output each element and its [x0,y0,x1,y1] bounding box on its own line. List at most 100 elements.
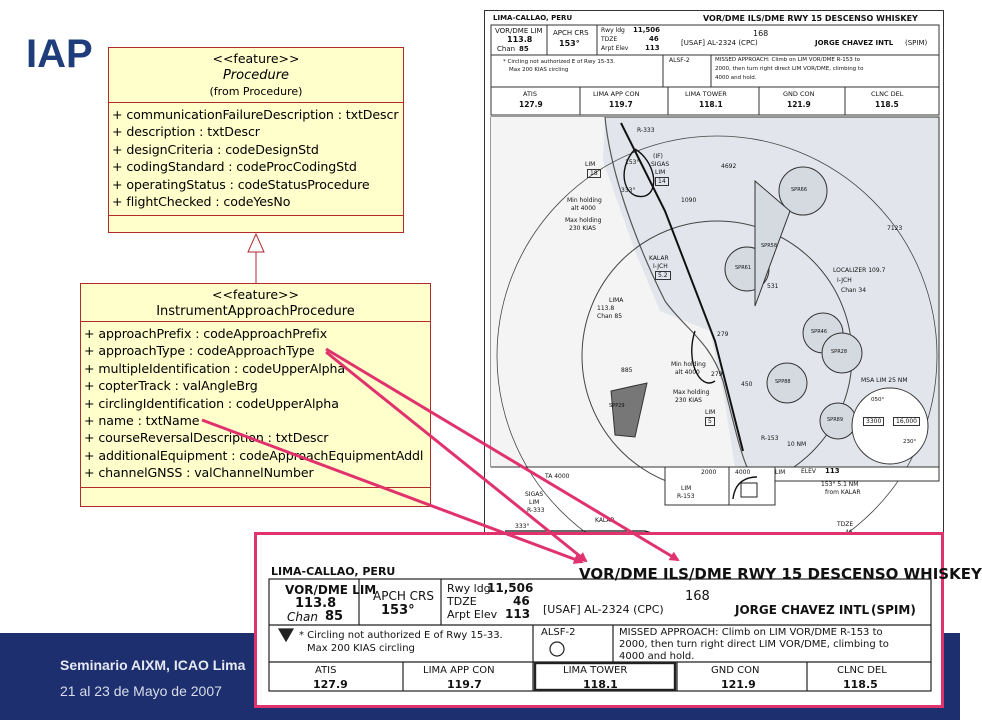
uml-class-procedure[interactable]: <<feature>> Procedure (from Procedure) +… [108,47,404,233]
uml-attribute: + copterTrack : valAngleBrg [84,378,258,394]
chart-vor-label: VOR/DME LIM [495,27,543,35]
zoom-note-1: * Circling not authorized E of Rwy 15-33… [299,630,503,641]
plan-label: SPP88 [775,379,791,385]
connector-overlay [201,232,680,564]
chart-apch-crs-label: APCH CRS [553,29,589,37]
zoom-arpt-elev: 113 [505,607,531,621]
chart-arpt-elev: 113 [645,44,660,52]
zoom-tdze: 46 [513,594,530,608]
plan-label: MSA LIM 25 NM [861,377,908,384]
uml-attribute: + additionalEquipment : codeApproachEqui… [84,447,424,463]
chart-icao: (SPIM) [905,39,928,47]
uml-attribute: + operatingStatus : codeStatusProcedure [112,176,370,192]
profile-label: TDZE [837,521,854,528]
chart-rwy-ldg-label: Rwy ldg [601,27,625,34]
plan-label: KALAR [649,255,669,262]
plan-label: LIM [655,169,666,176]
uml-attribute: + circlingIdentification : codeUpperAlph… [84,395,339,411]
plan-label: Min holding [671,361,706,368]
plan-label: I-JCH [653,263,668,270]
profile-label: 4000 [735,469,751,476]
profile-label: 113 [825,467,840,475]
zoom-freq-value: 121.9 [721,678,756,691]
profile-label: SIGAS [525,491,544,498]
chart-apch-crs: 153° [559,39,580,48]
uml-attribute: + flightChecked : codeYesNo [112,194,291,210]
zoom-freq-value: 118.1 [583,678,618,691]
plan-label: 14 [655,177,669,186]
zoom-tdze-label: TDZE [447,595,477,608]
uml-package-origin: (from Procedure) [209,85,303,98]
zoom-location: LIMA-CALLAO, PERU [271,565,396,578]
zoom-freq-label: GND CON [711,665,760,676]
plan-label: (IF) [653,153,663,160]
zoom-note-2: Max 200 KIAS circling [307,643,415,654]
plan-label: 230° [903,439,917,445]
arrow-name [201,418,584,564]
zoom-missed-1: MISSED APPROACH: Climb on LIM VOR/DME R-… [619,627,883,638]
uml-attribute: + communicationFailureDescription : txtD… [112,107,399,122]
chart-freq-label: LIMA TOWER [685,90,727,98]
zoom-chan-num: 85 [325,609,344,624]
plan-label: 5 [705,417,715,426]
plan-label: 4692 [721,163,737,170]
profile-label: 153° 5.1 NM [821,481,859,488]
uml-attribute: + designCriteria : codeDesignStd [112,141,319,157]
plan-label: 050° [871,397,885,403]
chart-missed-1: MISSED APPROACH: Climb on LIM VOR/DME R-… [715,57,860,63]
zoom-freq-value: 119.7 [447,678,482,691]
profile-label: LIM [529,499,540,506]
profile-label: ELEV [801,468,817,475]
uml-class-instrument-approach-procedure[interactable]: <<feature>> InstrumentApproachProcedure … [80,283,431,507]
chart-arpt-elev-label: Arpt Elev [601,45,629,52]
chart-missed-3: 4000 and hold. [715,75,757,81]
plan-label: SPR28 [831,349,848,355]
profile-label: 2000 [701,469,717,476]
zoom-freq-value: 118.5 [843,678,878,691]
generalization-triangle-icon [247,232,265,253]
zoom-freq-label: ATIS [315,665,337,676]
footer-event-date: 21 al 23 de Mayo de 2007 [60,683,222,699]
arrow-approach-type-2 [325,350,588,563]
chart-freq-value: 118.5 [875,100,899,109]
plan-label: 153° [625,159,640,166]
plan-label: 885 [621,367,633,374]
chart-tdze: 46 [649,35,659,43]
plan-label: 3300 [863,417,885,426]
uml-attribute: + codingStandard : codeProcCodingStd [112,159,357,175]
zoom-rwy-ldg: 11,506 [487,581,534,595]
chart-freq-label: ATIS [523,90,537,98]
zoom-airport: JORGE CHAVEZ INTL [735,603,870,617]
uml-stereotype: <<feature>> [211,287,300,302]
zoom-freq-label: LIMA TOWER [563,665,628,676]
approach-chart-graphics [490,24,940,652]
plan-label: 16,000 [893,417,920,426]
zoom-vor-label: VOR/DME LIM [285,583,377,597]
plan-label: Max holding [565,217,602,224]
uml-class-name: InstrumentApproachProcedure [156,304,355,319]
zoom-freq-value: 127.9 [313,678,348,691]
chart-missed-2: 2000, then turn right direct LIM VOR/DME… [715,66,864,72]
plan-label: 279 [711,371,723,378]
plan-label: 1090 [681,197,697,204]
zoom-chan: Chan [287,610,318,624]
chart-header-zoom: LIMA-CALLAO, PERU VOR/DME ILS/DME RWY 15… [254,532,982,708]
plan-label: LOCALIZER 109.7 [833,267,886,274]
plan-label: 113.8 [597,305,615,312]
chart-freq-value: 118.1 [699,100,723,109]
chart-location: LIMA-CALLAO, PERU [493,14,573,22]
arrow-approach-type [325,347,680,562]
profile-label: TA 4000 [545,473,570,480]
zoom-chart-id: [USAF] AL-2324 (CPC) [543,603,664,616]
chart-freq-value: 127.9 [519,100,543,109]
chart-freq-label: GND CON [783,90,815,98]
uml-attribute: + name : txtName [84,413,200,429]
plan-label: Min holding [567,197,602,204]
plan-label: 279 [717,331,729,338]
plan-label: SPP29 [609,403,625,409]
uml-attribute: + channelGNSS : valChannelNumber [84,465,314,481]
plan-label: 333° [621,187,636,194]
chart-rwy-ldg: 11,506 [633,26,661,34]
zoom-alsf: ALSF-2 [541,627,576,638]
zoom-missed-2: 2000, then turn right direct LIM VOR/DME… [619,639,889,650]
